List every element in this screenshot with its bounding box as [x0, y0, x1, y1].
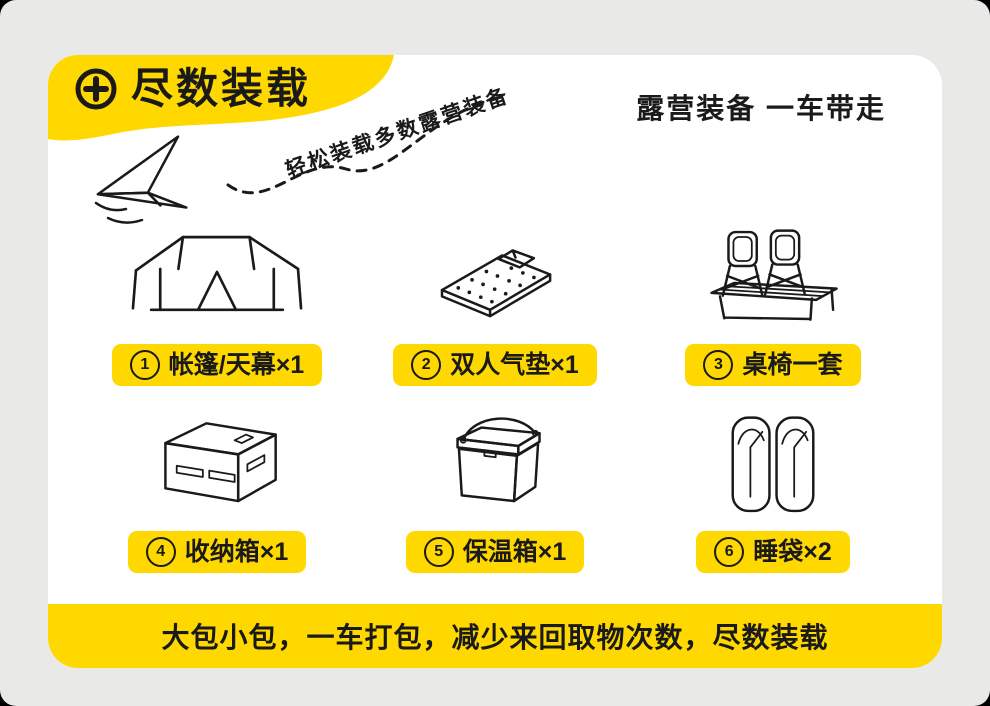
item-label-pill: 6 睡袋×2 [696, 531, 850, 573]
sleeping-bags-icon [684, 410, 862, 518]
item-label: 收纳箱×1 [184, 537, 289, 566]
item-label-pill: 3 桌椅一套 [685, 344, 861, 386]
cooler-box-icon [406, 410, 584, 518]
banner-text: 大包小包，一车打包，减少来回取物次数，尽数装载 [161, 622, 829, 653]
item-number: 3 [703, 350, 734, 380]
page-title: 尽数装载 [131, 65, 312, 112]
item-air-mattress: 2 双人气垫×1 [356, 223, 634, 386]
item-number: 5 [423, 537, 454, 567]
item-number: 6 [714, 537, 745, 567]
right-heading: 露营装备 一车带走 [636, 93, 886, 124]
item-label-pill: 5 保温箱×1 [405, 531, 585, 573]
item-storage-box: 4 收纳箱×1 [78, 410, 356, 573]
paper-plane-icon [94, 95, 504, 224]
item-label-pill: 1 帐篷/天幕×1 [111, 344, 323, 386]
table-chairs-icon [684, 223, 862, 331]
items-grid: 1 帐篷/天幕×1 [78, 223, 912, 573]
item-number: 4 [145, 537, 176, 567]
item-number: 2 [411, 350, 442, 380]
air-mattress-icon [406, 223, 584, 331]
item-cooler-box: 5 保温箱×1 [356, 410, 634, 573]
item-label-pill: 2 双人气垫×1 [393, 344, 597, 386]
item-label: 保温箱×1 [462, 537, 567, 566]
storage-box-icon [128, 410, 306, 518]
title-badge: 尽数装载 [74, 67, 311, 111]
item-label: 帐篷/天幕×1 [168, 350, 305, 379]
item-sleeping-bags: 6 睡袋×2 [634, 410, 912, 573]
item-label: 桌椅一套 [742, 350, 843, 379]
bottom-banner: 大包小包，一车打包，减少来回取物次数，尽数装载 [48, 604, 942, 668]
item-tent: 1 帐篷/天幕×1 [78, 223, 356, 386]
item-number: 1 [129, 350, 160, 380]
info-card: 尽数装载 露营装备 一车带走 轻松装载多数露营装备 [48, 55, 942, 668]
tent-icon [128, 223, 306, 331]
title-ribbon-shape [48, 55, 394, 141]
item-label-pill: 4 收纳箱×1 [127, 531, 307, 573]
plus-circle-icon [75, 68, 117, 110]
item-label: 双人气垫×1 [450, 350, 579, 379]
item-label: 睡袋×2 [753, 537, 832, 566]
item-table-chairs: 3 桌椅一套 [634, 223, 912, 386]
